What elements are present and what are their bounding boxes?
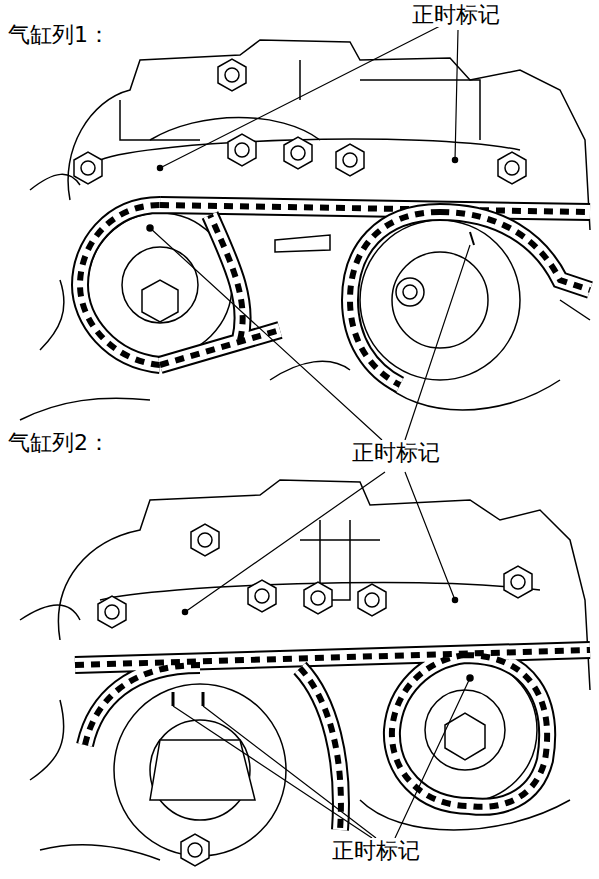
bank-title: 气缸列1： (6, 22, 112, 47)
timing-mark-label: 正时标记 (410, 2, 502, 27)
bank-title: 气缸列2： (6, 430, 112, 455)
timing-mark-label: 正时标记 (330, 838, 422, 863)
timing-mark-label: 正时标记 (350, 440, 442, 465)
